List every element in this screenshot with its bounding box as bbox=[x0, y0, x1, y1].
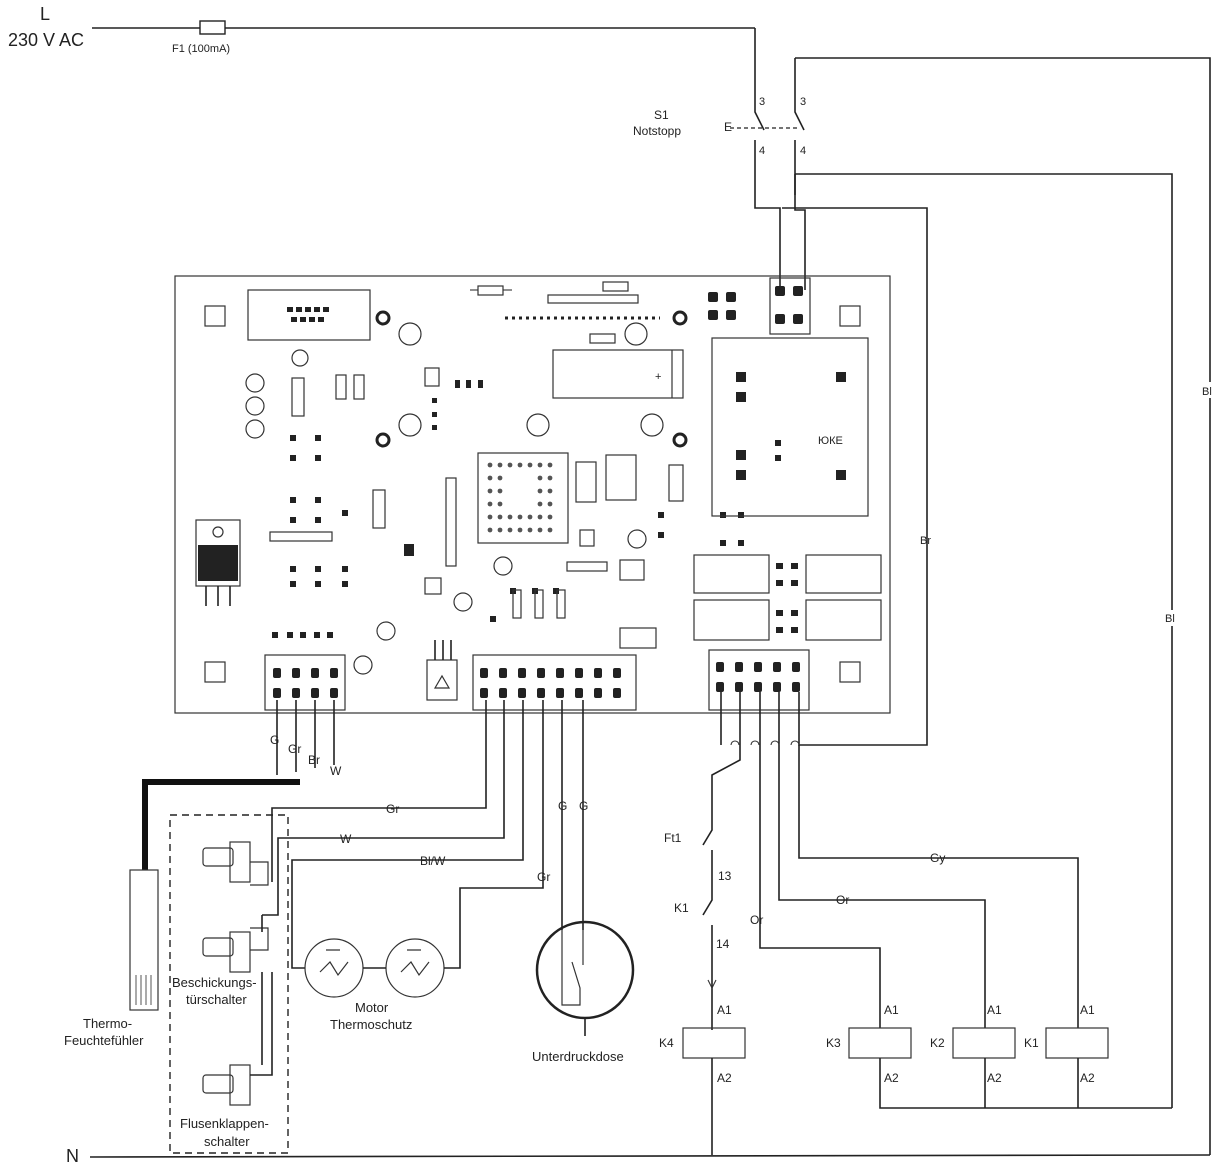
lint-switch-label-2: schalter bbox=[204, 1134, 250, 1149]
fuse-label: F1 (100mA) bbox=[172, 43, 230, 55]
neutral-line: N bbox=[66, 1146, 1211, 1166]
ft1-label: Ft1 bbox=[664, 831, 682, 845]
s1-terminal-4a: 4 bbox=[759, 145, 765, 157]
s1-name: Notstopp bbox=[633, 124, 681, 138]
relay-k1-ref: K1 bbox=[1024, 1036, 1039, 1050]
wire-label-gr-3: Gr bbox=[537, 870, 550, 884]
vacuum-switch: G G Unterdruckdose bbox=[532, 700, 635, 1064]
wire-label-g-2: G bbox=[558, 799, 567, 813]
s1-terminal-3b: 3 bbox=[800, 96, 806, 108]
s1-ref: S1 bbox=[654, 108, 669, 122]
brown-blue-return: Br Bl Bl bbox=[782, 207, 1218, 746]
thermo-label-2: Feuchtefühler bbox=[64, 1033, 144, 1048]
relay-k1: K1 A1 A2 bbox=[1024, 1003, 1109, 1085]
wire-label-or-2: Or bbox=[750, 913, 763, 927]
wire-label-bl-2: Bl bbox=[1165, 613, 1175, 625]
wire-label-br: Br bbox=[920, 535, 931, 547]
relay-k3-ref: K3 bbox=[826, 1036, 841, 1050]
fuse-f1 bbox=[199, 20, 226, 35]
relay-k4-ref: K4 bbox=[659, 1036, 674, 1050]
svg-text:+: + bbox=[655, 371, 661, 383]
motor-label-1: Motor bbox=[355, 1000, 389, 1015]
relay-k4-a2: A2 bbox=[717, 1071, 732, 1085]
motor-thermoschutz: Bl/W Gr Motor Thermoschutz bbox=[291, 700, 550, 1032]
relay-k1-a1: A1 bbox=[1080, 1003, 1095, 1017]
line-label: L bbox=[40, 4, 50, 24]
neutral-label: N bbox=[66, 1146, 79, 1166]
switch-group: Gr W Beschickungs- türschalter Flusenkla… bbox=[169, 700, 505, 1154]
door-switch-label-1: Beschickungs- bbox=[172, 975, 257, 990]
wire-label-w-2: W bbox=[340, 832, 352, 846]
thermo-label-1: Thermo- bbox=[83, 1016, 132, 1031]
vacuum-label: Unterdruckdose bbox=[532, 1049, 624, 1064]
s1-terminal-3a: 3 bbox=[759, 96, 765, 108]
wire-label-or-1: Or bbox=[836, 893, 849, 907]
wire-label-g-1: G bbox=[270, 733, 279, 747]
wire-label-br-2: Br bbox=[308, 753, 320, 767]
supply-line: L 230 V AC F1 (100mA) bbox=[8, 4, 756, 95]
relay-k2: K2 A1 A2 bbox=[930, 1003, 1016, 1085]
k1-terminal-13: 13 bbox=[718, 869, 732, 883]
relay-k3-a2: A2 bbox=[884, 1071, 899, 1085]
pcb-marking: ЮКЕ bbox=[818, 435, 843, 447]
relay-k2-a1: A1 bbox=[987, 1003, 1002, 1017]
relay-k2-ref: K2 bbox=[930, 1036, 945, 1050]
wire-label-gr-1: Gr bbox=[288, 742, 301, 756]
thermo-sensor: G Gr Br W Thermo- Feuchtefühler bbox=[64, 700, 342, 1048]
wire-label-w-1: W bbox=[330, 764, 342, 778]
k1-terminal-14: 14 bbox=[716, 937, 730, 951]
pcb-board: + bbox=[174, 275, 891, 714]
wire-label-g-3: G bbox=[579, 799, 588, 813]
relay-k4-a1: A1 bbox=[717, 1003, 732, 1017]
wire-label-gr-2: Gr bbox=[386, 802, 399, 816]
s1-terminal-4b: 4 bbox=[800, 145, 806, 157]
relay-section: Gy Or Or Ft1 13 K1 14 K4 A1 A2 K3 A1 A2 … bbox=[659, 692, 1172, 1155]
relay-k1-a2: A2 bbox=[1080, 1071, 1095, 1085]
wire-label-bl-1: Bl bbox=[1202, 386, 1212, 398]
relay-k4: K4 A1 A2 bbox=[659, 1003, 746, 1085]
k1-contact-label: K1 bbox=[674, 901, 689, 915]
relay-k3: K3 A1 A2 bbox=[826, 1003, 912, 1085]
wire-label-blw: Bl/W bbox=[420, 854, 446, 868]
s1-actuator: E bbox=[724, 120, 732, 134]
relay-k2-a2: A2 bbox=[987, 1071, 1002, 1085]
wire-label-gy: Gy bbox=[930, 851, 945, 865]
relay-k3-a1: A1 bbox=[884, 1003, 899, 1017]
emergency-stop-s1: S1 Notstopp E 3 3 4 4 bbox=[633, 57, 1211, 1155]
voltage-label: 230 V AC bbox=[8, 30, 84, 50]
lint-switch-label-1: Flusenklappen- bbox=[180, 1116, 269, 1131]
motor-label-2: Thermoschutz bbox=[330, 1017, 412, 1032]
door-switch-label-2: türschalter bbox=[186, 992, 247, 1007]
